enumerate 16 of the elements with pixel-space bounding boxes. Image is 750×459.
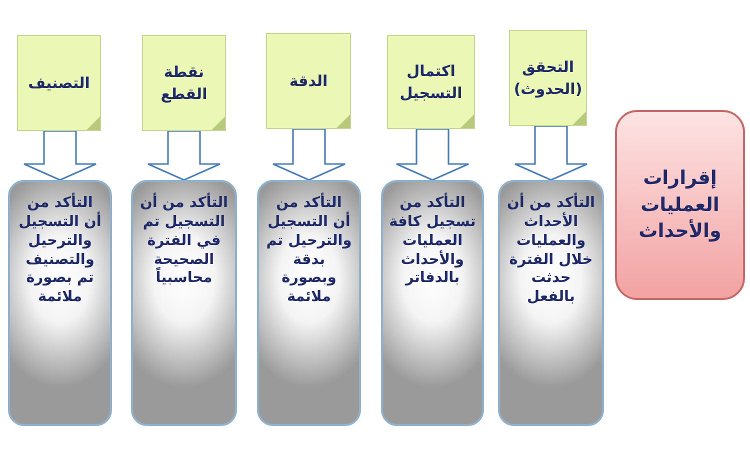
note-box: التصنيف: [17, 35, 101, 131]
block-arrow: [514, 125, 588, 181]
note-box: الدقة: [266, 33, 351, 129]
block-arrow: [23, 130, 97, 181]
block-arrow: [272, 128, 346, 181]
description-box: التأكد من أن التسجيل والترحيل والتصنيف تم بصورة ملائمة: [8, 180, 112, 426]
note-box: نقطة القطع: [142, 35, 226, 131]
description-box: التأكد من أن التسجيل تم في الفترة الصحيحة محاسبياً: [131, 180, 237, 426]
block-arrow: [147, 130, 221, 181]
description-box: التأكد من أن الأحداث والعمليات خلال الفترة حدثت بالفعل: [498, 180, 604, 426]
note-box: التحقق (الحدوث): [509, 30, 587, 126]
note-box: اكتمال التسجيل: [387, 35, 475, 129]
block-arrow: [396, 128, 470, 181]
description-box: التأكد من تسجيل كافة العمليات والأحداث بالدفاتر: [381, 180, 484, 426]
description-box: التأكد من أن التسجيل والترحيل تم بدقة وبصورة ملائمة: [257, 180, 361, 426]
category-box: إقرارات العمليات والأحداث: [615, 110, 745, 300]
